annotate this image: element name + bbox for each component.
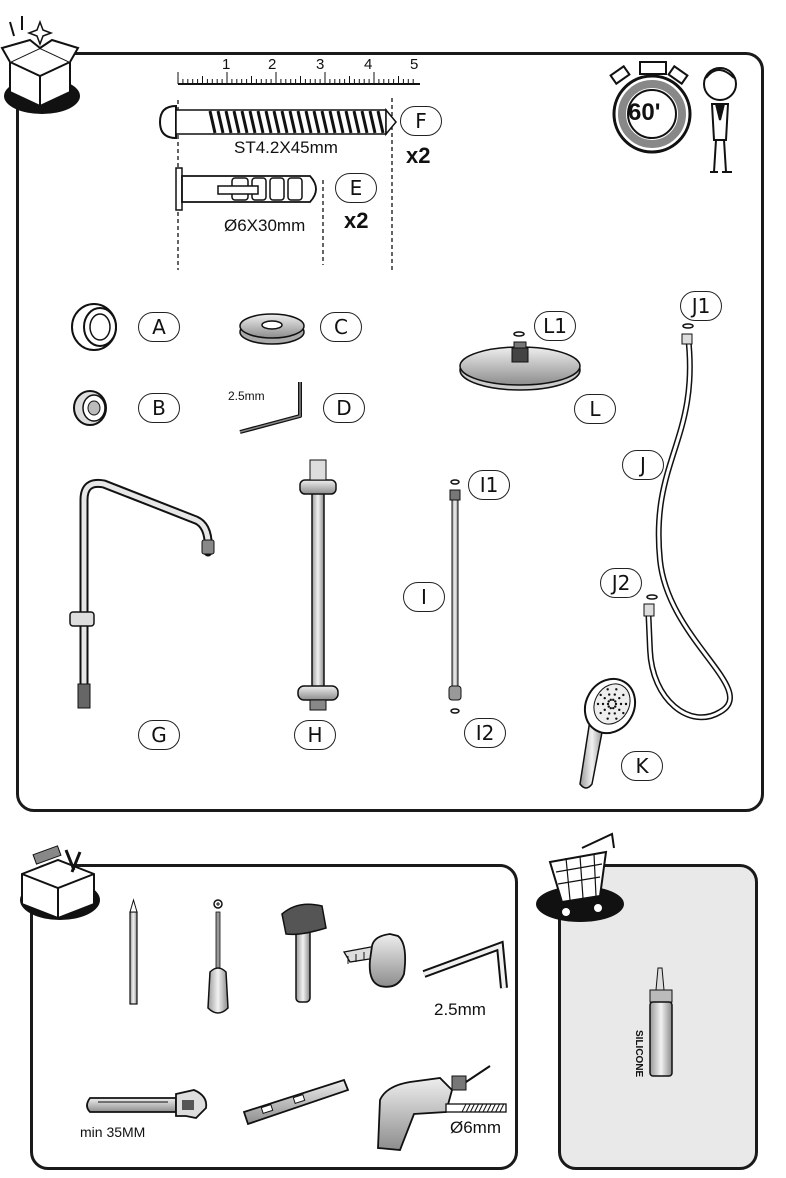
part-j-hose	[643, 323, 733, 721]
shopping-cart-icon	[536, 832, 624, 922]
label-i: I	[403, 582, 445, 612]
ruler	[177, 72, 420, 85]
silicone-label: SILICONE	[633, 1030, 644, 1078]
ruler-label-4: 4	[364, 56, 373, 73]
label-i1: I1	[468, 470, 510, 500]
spirit-level-tool	[242, 1078, 350, 1126]
tool-hex-key-size: 2.5mm	[434, 1000, 486, 1019]
hex-key-tool	[422, 940, 508, 989]
label-l: L	[574, 394, 616, 424]
label-j1: J1	[680, 291, 722, 321]
part-h-slide-bar	[297, 459, 339, 711]
part-l-rain-head	[459, 331, 581, 391]
drill-tool	[377, 1065, 491, 1151]
ruler-label-3: 3	[316, 56, 325, 73]
part-k-hand-shower	[579, 677, 637, 789]
silicone-tube	[649, 967, 673, 1077]
part-c-washer	[239, 313, 305, 345]
label-h: H	[294, 720, 336, 750]
label-a: A	[138, 312, 180, 342]
part-a-ring	[71, 303, 117, 351]
plug-quantity: x2	[344, 208, 369, 233]
adjustable-wrench-tool	[86, 1089, 208, 1119]
ruler-label-5: 5	[410, 56, 419, 73]
label-b: B	[138, 393, 180, 423]
screw-quantity: x2	[406, 143, 431, 168]
label-l1: L1	[534, 311, 576, 341]
hammer-tool	[281, 903, 327, 1003]
ruler-label-1: 1	[222, 56, 231, 73]
tape-measure-tool	[342, 933, 407, 988]
screw-f	[158, 104, 397, 140]
label-c: C	[320, 312, 362, 342]
time-badge: 60'	[628, 99, 661, 126]
person-icon	[703, 67, 737, 173]
label-k: K	[621, 751, 663, 781]
stopwatch-icon	[609, 61, 692, 154]
label-e: E	[335, 173, 377, 203]
toolbox-icon	[20, 845, 100, 920]
pencil-tool	[129, 898, 138, 1005]
tools-panel	[30, 864, 518, 1170]
ruler-label-2: 2	[268, 56, 277, 73]
plug-spec: Ø6X30mm	[224, 216, 306, 235]
part-b-nut	[73, 390, 107, 426]
drill-bit-tool	[445, 1103, 507, 1113]
part-g-riser	[69, 478, 215, 709]
package-icon	[0, 16, 80, 114]
label-i2: I2	[464, 718, 506, 748]
label-d: D	[323, 393, 365, 423]
screw-spec: ST4.2X45mm	[234, 138, 338, 157]
wall-plug-e	[175, 167, 317, 211]
hex-key-size: 2.5mm	[228, 389, 265, 403]
screwdriver-tool	[207, 899, 229, 1014]
label-j: J	[622, 450, 664, 480]
part-i-pipe	[448, 479, 462, 714]
label-f: F	[400, 106, 442, 136]
wrench-min-size: min 35MM	[80, 1124, 146, 1140]
parts-panel	[16, 52, 764, 812]
label-g: G	[138, 720, 180, 750]
label-j2: J2	[600, 568, 642, 598]
part-d-hex-key	[239, 382, 302, 434]
drill-bit-size: Ø6mm	[450, 1118, 501, 1137]
